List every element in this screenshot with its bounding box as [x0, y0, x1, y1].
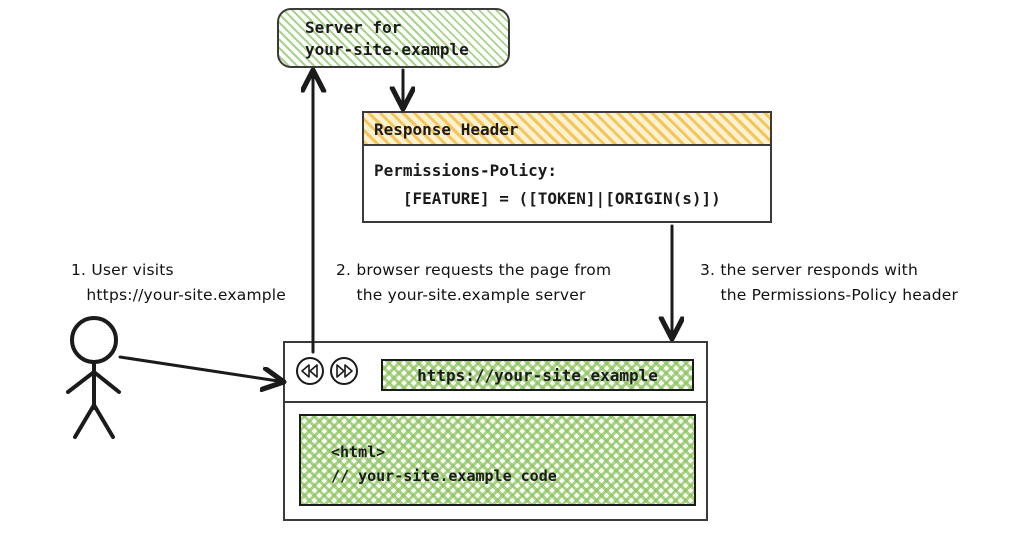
annotation-step3-line1: 3. the server responds with	[700, 261, 918, 279]
page-content-area	[299, 414, 696, 506]
annotation-step3-line2: the Permissions-Policy header	[700, 286, 959, 304]
content-line1: <html>	[331, 443, 386, 461]
user-stick-figure	[66, 316, 121, 439]
forward-icon	[336, 364, 353, 378]
back-icon	[301, 364, 318, 378]
response-header-title-band	[364, 113, 770, 146]
annotation-step2-line1: 2. browser requests the page from	[336, 261, 612, 279]
response-header-body-line1: Permissions-Policy:	[374, 161, 558, 180]
back-button[interactable]	[296, 357, 324, 385]
browser-toolbar-divider	[285, 401, 706, 403]
annotation-step1-line2: https://your-site.example	[71, 286, 287, 304]
response-header-title: Response Header	[374, 120, 519, 139]
response-header-body-line2: [FEATURE] = ([TOKEN]|[ORIGIN(s)])	[374, 189, 721, 208]
url-text: https://your-site.example	[417, 365, 658, 385]
server-label-line1: Server for	[305, 18, 402, 37]
arrow-user-to-browser	[118, 355, 278, 381]
content-line2: // your-site.example code	[331, 467, 557, 485]
annotation-step2-line2: the your-site.example server	[336, 286, 586, 304]
url-bar[interactable]: https://your-site.example	[381, 359, 694, 391]
server-label-line2: your-site.example	[305, 40, 469, 59]
forward-button[interactable]	[330, 357, 358, 385]
annotation-step1-line1: 1. User visits	[71, 261, 174, 279]
server-box	[277, 8, 510, 68]
